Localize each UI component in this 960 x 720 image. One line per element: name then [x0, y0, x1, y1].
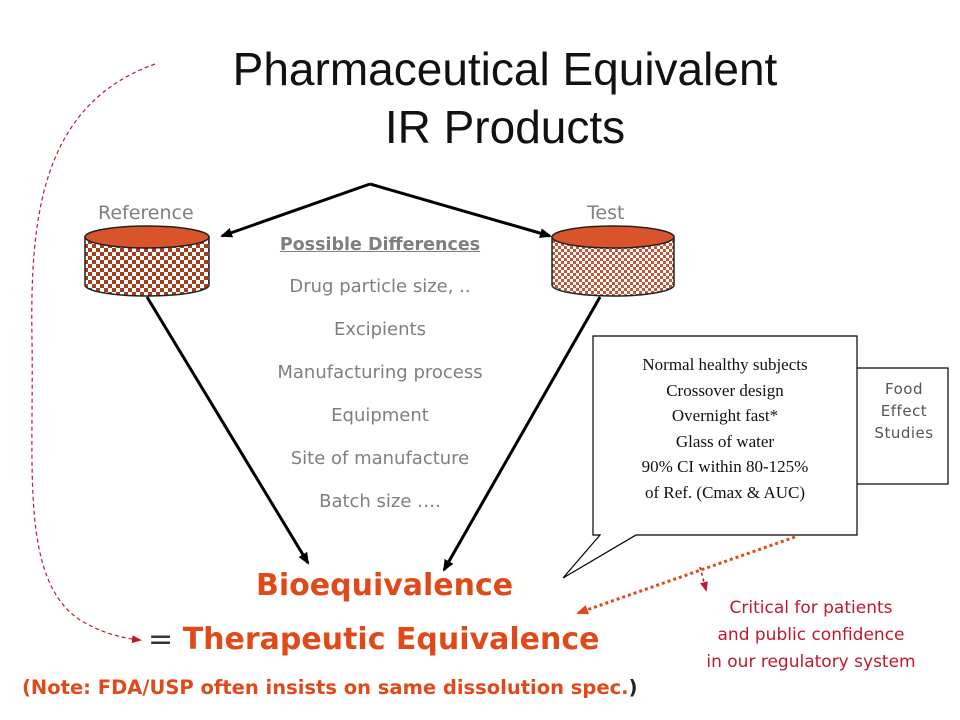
difference-item: Batch size ….	[319, 491, 441, 512]
food-effect-text: Food Effect Studies	[862, 378, 946, 444]
test-tablet-icon	[551, 225, 675, 297]
test-label: Test	[587, 202, 625, 224]
difference-item: Drug particle size, ..	[289, 276, 471, 297]
possible-differences-list: Possible Differences Drug particle size,…	[230, 231, 530, 523]
difference-item: Equipment	[331, 405, 429, 426]
critical-line: Critical for patients	[729, 598, 893, 618]
callout-line: of Ref. (Cmax & AUC)	[644, 482, 806, 502]
dissolution-note: (Note: FDA/USP often insists on same dis…	[22, 676, 637, 699]
reference-label: Reference	[98, 202, 194, 224]
callout-line: Crossover design	[666, 380, 784, 400]
study-design-text: Normal healthy subjects Crossover design…	[596, 352, 854, 505]
title-line-1: Pharmaceutical Equivalent	[232, 43, 778, 95]
page-title: Pharmaceutical Equivalent IR Products	[0, 40, 960, 156]
callout-line: Glass of water	[675, 431, 775, 451]
callout-line: Normal healthy subjects	[642, 355, 808, 374]
food-effect-line: Studies	[874, 424, 934, 442]
difference-item: Excipients	[334, 319, 426, 340]
possible-differences-header: Possible Differences	[279, 235, 481, 255]
critical-line: in our regulatory system	[706, 652, 916, 672]
therapeutic-equivalence-label: Therapeutic Equivalence	[182, 622, 600, 657]
food-effect-line: Food	[885, 380, 923, 398]
therapeutic-equivalence-line: = Therapeutic Equivalence	[148, 622, 599, 657]
callout-line: Overnight fast*	[671, 406, 779, 425]
note-close-paren: )	[628, 676, 638, 699]
arrow-to-reference	[220, 182, 371, 238]
callout-line: 90% CI within 80-125%	[641, 457, 809, 476]
reference-tablet-icon	[84, 225, 210, 297]
difference-item: Manufacturing process	[277, 362, 483, 383]
study-design-callout	[562, 335, 858, 579]
note-open-paren: (	[22, 676, 31, 699]
equals-sign: =	[148, 622, 183, 657]
note-text: Note: FDA/USP often insists on same diss…	[30, 676, 629, 699]
dotted-arrow-to-therapeutic	[576, 535, 796, 615]
dashed-curve-arrow	[31, 63, 156, 644]
arrow-test-to-bioequivalence	[442, 296, 602, 572]
critical-line: and public confidence	[717, 625, 905, 645]
title-line-2: IR Products	[384, 101, 626, 153]
difference-item: Site of manufacture	[290, 448, 470, 469]
dotted-arrow-to-critical	[699, 566, 708, 592]
arrow-to-test	[369, 182, 552, 239]
bioequivalence-label: Bioequivalence	[256, 568, 514, 603]
critical-note: Critical for patients and public confide…	[676, 595, 946, 676]
arrow-reference-to-bioequivalence	[145, 296, 310, 565]
food-effect-line: Effect	[880, 402, 928, 420]
